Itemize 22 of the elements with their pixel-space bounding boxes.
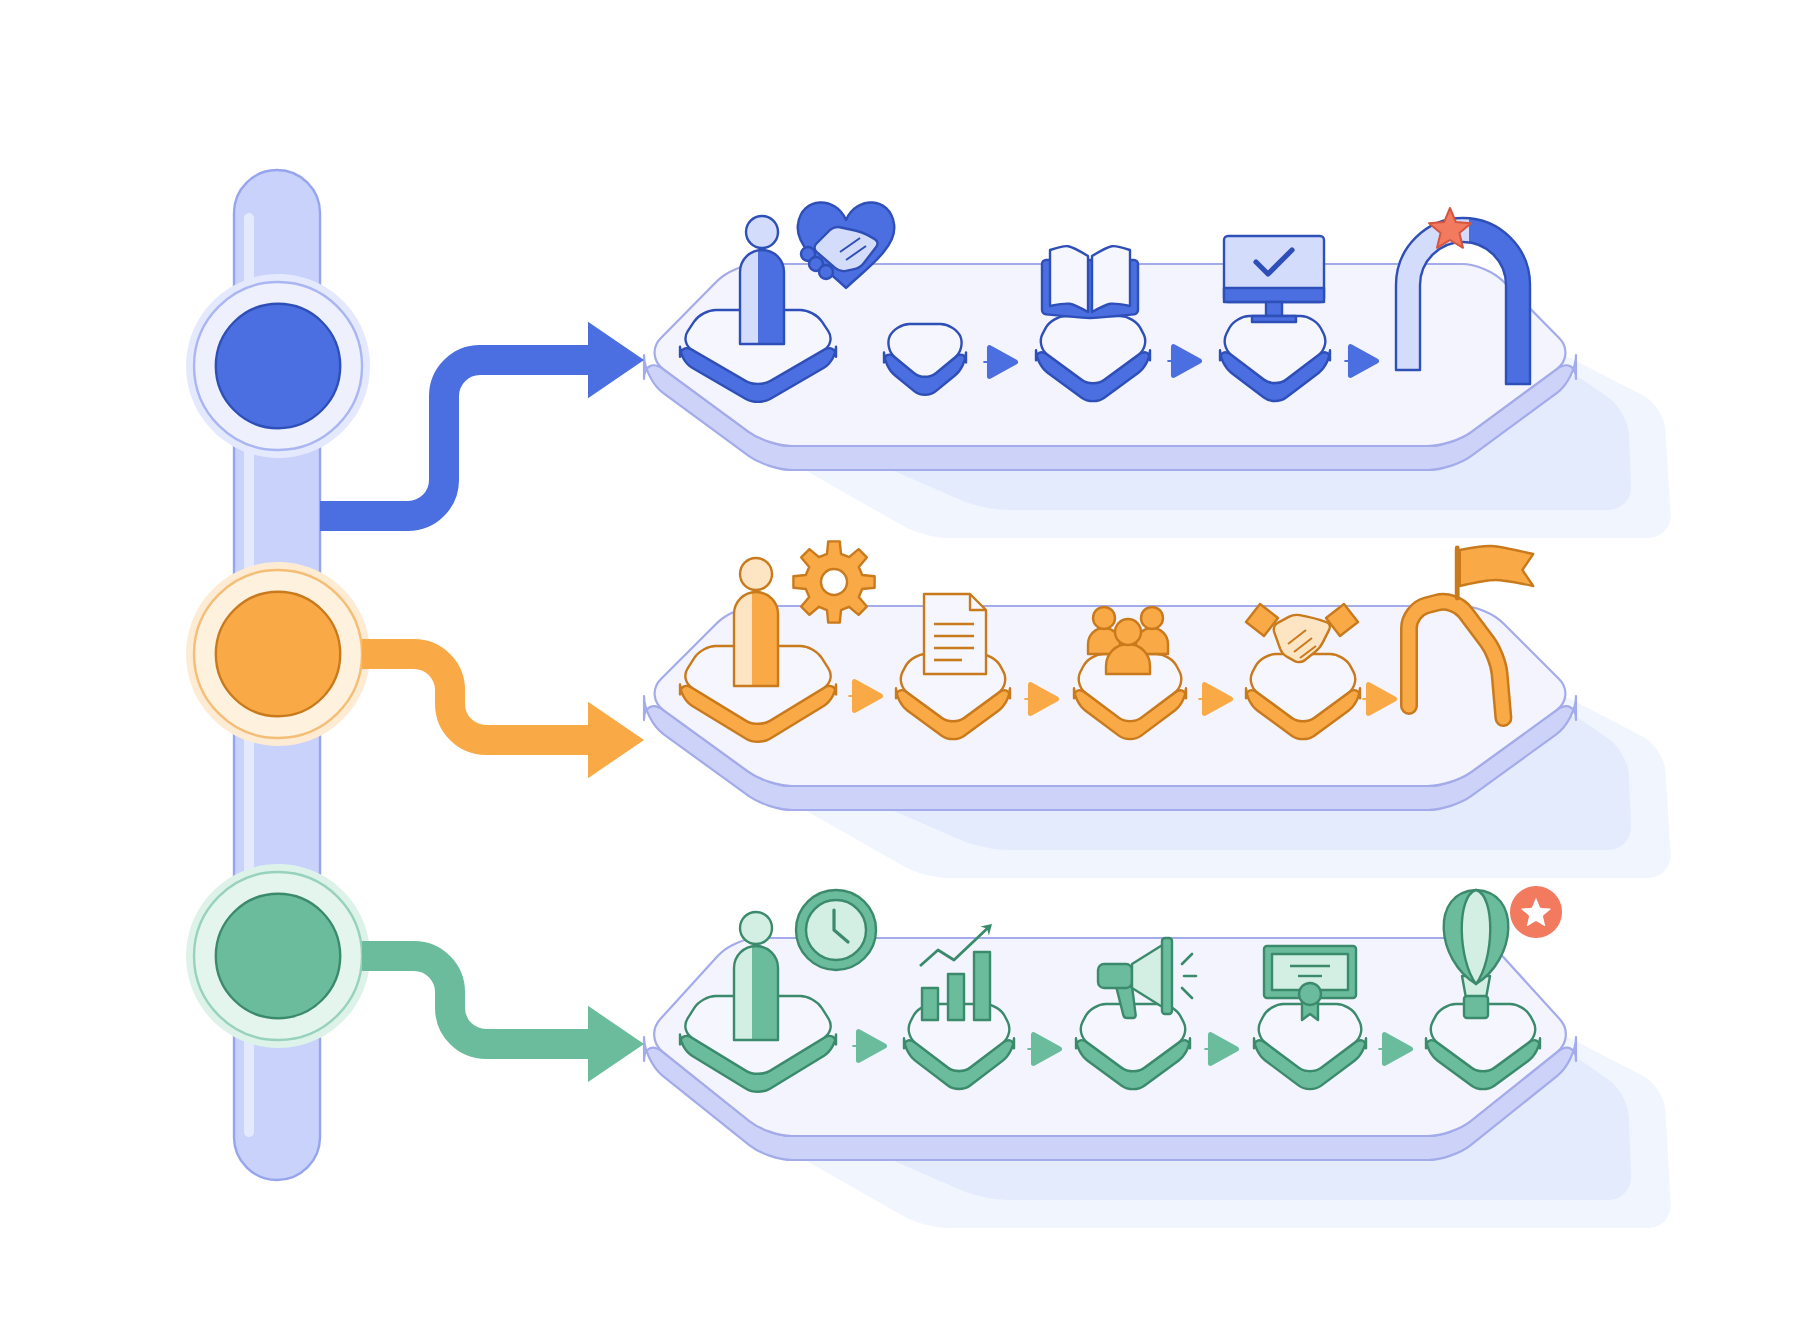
step-pad [1074, 1002, 1192, 1091]
chevron-arrow [1197, 682, 1233, 716]
milestone-circle [186, 562, 370, 746]
chevron-arrow [847, 679, 883, 713]
chevron-arrow [1026, 1032, 1062, 1066]
step-pad [882, 322, 968, 396]
chevron-arrow [1166, 344, 1202, 378]
chevron-arrow [1203, 1032, 1239, 1066]
flag-pole [1400, 544, 1535, 727]
chevron-arrow [1343, 344, 1379, 378]
milestone-circle [186, 864, 370, 1048]
chevron-arrow [851, 1029, 887, 1063]
step-pad [1034, 314, 1152, 403]
step-pad [1218, 314, 1332, 403]
step-pad [1244, 652, 1362, 741]
step-pad [1424, 1002, 1542, 1091]
milestone-circle [186, 274, 370, 458]
chevron-arrow [1023, 682, 1059, 716]
step-pad [1252, 1002, 1368, 1091]
chevron-arrow [982, 345, 1018, 379]
chevron-arrow [1377, 1032, 1413, 1066]
chevron-arrow [1361, 682, 1397, 716]
